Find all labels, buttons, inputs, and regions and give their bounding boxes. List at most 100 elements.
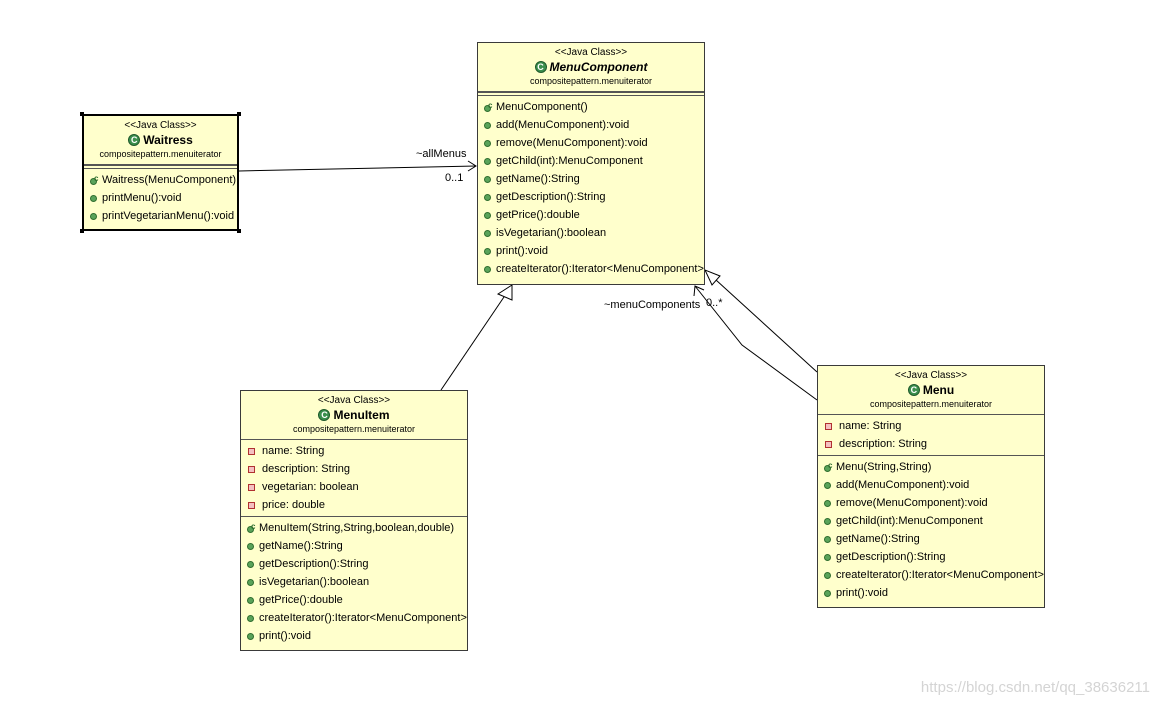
method-row[interactable]: getPrice():double (478, 206, 704, 224)
private-square-icon (248, 483, 255, 491)
generalization-menu-arrowhead (704, 269, 721, 286)
member-text: getDescription():String (496, 191, 606, 203)
method-row[interactable]: createIterator():Iterator<MenuComponent> (818, 566, 1044, 584)
class-stereotype: <<Java Class>> (124, 120, 197, 131)
member-text: getChild(int):MenuComponent (496, 155, 643, 167)
class-stereotype: <<Java Class>> (317, 395, 391, 406)
method-row[interactable]: createIterator():Iterator<MenuComponent> (478, 260, 704, 278)
class-menucomponent[interactable]: <<Java Class>> C MenuComponent composite… (477, 42, 705, 285)
public-dot-icon (484, 265, 491, 273)
member-text: remove(MenuComponent):void (496, 137, 648, 149)
method-row[interactable]: createIterator():Iterator<MenuComponent> (241, 609, 467, 627)
member-text: print():void (259, 630, 311, 642)
method-row[interactable]: getName():String (478, 170, 704, 188)
member-text: getName():String (836, 533, 920, 545)
public-dot-icon (824, 535, 831, 543)
class-name: MenuItem (333, 408, 390, 422)
method-row[interactable]: getDescription():String (241, 555, 467, 573)
selection-handle[interactable] (80, 112, 84, 116)
method-row[interactable]: getPrice():double (241, 591, 467, 609)
attribute-row[interactable]: price: double (241, 496, 467, 514)
attribute-row[interactable]: description: String (818, 435, 1044, 453)
method-row[interactable]: print():void (241, 627, 467, 645)
association-multiplicity-menucomponents: 0..* (706, 297, 723, 309)
class-icon: C (534, 61, 547, 73)
method-row[interactable]: isVegetarian():boolean (478, 224, 704, 242)
method-row[interactable]: getChild(int):MenuComponent (478, 152, 704, 170)
public-dot-icon (824, 481, 831, 489)
constructor-marker: c (828, 460, 833, 470)
public-dot-icon (247, 614, 254, 622)
constructor-icon: c (247, 522, 256, 533)
class-stereotype: <<Java Class>> (894, 370, 968, 381)
method-row[interactable]: getDescription():String (478, 188, 704, 206)
member-text: vegetarian: boolean (262, 481, 359, 493)
method-row[interactable]: getName():String (818, 530, 1044, 548)
method-row[interactable]: printMenu():void (84, 189, 237, 207)
member-text: MenuItem(String,String,boolean,double) (259, 522, 455, 534)
class-header: <<Java Class>> C Menu compositepattern.m… (818, 366, 1044, 415)
class-menu[interactable]: <<Java Class>> C Menu compositepattern.m… (817, 365, 1045, 608)
association-allmenus-line (238, 165, 477, 172)
class-package: compositepattern.menuiterator (529, 76, 653, 86)
public-dot-icon (824, 589, 831, 597)
watermark: https://blog.csdn.net/qq_38636211 (920, 679, 1150, 696)
member-text: createIterator():Iterator<MenuComponent> (496, 263, 704, 275)
class-package: compositepattern.menuiterator (99, 149, 222, 159)
attribute-row[interactable]: name: String (241, 442, 467, 460)
generalization-menuitem-arrowhead (496, 284, 513, 301)
public-dot-icon (484, 193, 491, 201)
class-header: <<Java Class>> C Waitress compositepatte… (84, 116, 237, 165)
public-dot-icon (484, 211, 491, 219)
public-dot-icon (247, 525, 254, 533)
class-name-row: C MenuComponent (480, 59, 702, 75)
selection-handle[interactable] (237, 229, 241, 233)
public-dot-icon (90, 177, 97, 185)
method-row[interactable]: add(MenuComponent):void (818, 476, 1044, 494)
public-dot-icon (484, 229, 491, 237)
class-icon: C (128, 134, 141, 146)
private-square-icon (248, 501, 255, 509)
method-row[interactable]: add(MenuComponent):void (478, 116, 704, 134)
method-row[interactable]: remove(MenuComponent):void (818, 494, 1044, 512)
member-text: createIterator():Iterator<MenuComponent> (836, 569, 1044, 581)
method-row[interactable]: print():void (818, 584, 1044, 602)
method-row[interactable]: isVegetarian():boolean (241, 573, 467, 591)
association-allmenus-arrowhead (467, 160, 477, 172)
method-row[interactable]: printVegetarianMenu():void (84, 207, 237, 225)
public-dot-icon (824, 464, 831, 472)
method-row[interactable]: remove(MenuComponent):void (478, 134, 704, 152)
method-row[interactable]: getChild(int):MenuComponent (818, 512, 1044, 530)
generalization-menu-line (715, 279, 818, 373)
public-dot-icon (484, 175, 491, 183)
member-text: getChild(int):MenuComponent (836, 515, 983, 527)
public-dot-icon (247, 596, 254, 604)
attribute-row[interactable]: vegetarian: boolean (241, 478, 467, 496)
member-text: getName():String (496, 173, 580, 185)
class-attributes: name: String description: String (818, 415, 1044, 456)
selection-handle[interactable] (80, 229, 84, 233)
member-text: getName():String (259, 540, 343, 552)
attribute-row[interactable]: description: String (241, 460, 467, 478)
class-attributes (478, 92, 704, 95)
method-row[interactable]: getDescription():String (818, 548, 1044, 566)
class-name-row: C Waitress (86, 132, 235, 148)
association-multiplicity-allmenus: 0..1 (445, 172, 464, 184)
class-waitress[interactable]: <<Java Class>> C Waitress compositepatte… (80, 112, 241, 233)
selection-handle[interactable] (237, 112, 241, 116)
member-text: price: double (262, 499, 325, 511)
class-menuitem[interactable]: <<Java Class>> C MenuItem compositepatte… (240, 390, 468, 651)
member-text: add(MenuComponent):void (836, 479, 970, 491)
constructor-marker: c (251, 521, 256, 531)
attribute-row[interactable]: name: String (818, 417, 1044, 435)
member-text: description: String (839, 438, 928, 450)
member-text: Waitress(MenuComponent) (102, 174, 237, 186)
method-row[interactable]: getName():String (241, 537, 467, 555)
method-row[interactable]: print():void (478, 242, 704, 260)
